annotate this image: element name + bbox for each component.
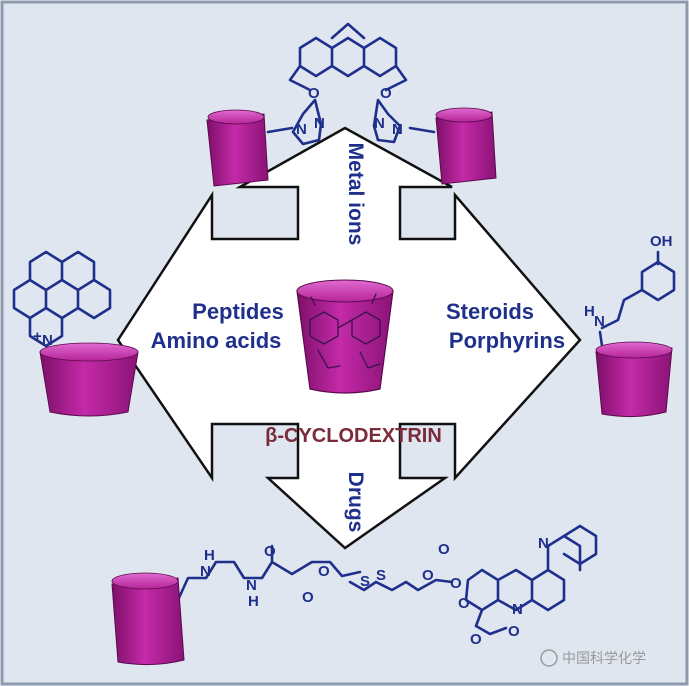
atom-o-amide: O [264, 543, 276, 560]
center-title: CYCLODEXTRIN [284, 425, 442, 447]
atom-n-quinoline: N [538, 535, 549, 552]
atom-o-ester2: O [318, 563, 330, 580]
label-porphyrins: Porphyrins [449, 328, 565, 353]
atom-o-ester1: O [302, 589, 314, 606]
atom-oh: OH [650, 233, 673, 250]
atom-h-amine: H [584, 303, 595, 320]
atom-o-lactone2: O [470, 631, 482, 648]
phenanthroline-structure: O O N N N N [266, 22, 436, 146]
atom-o-carb1: O [422, 567, 434, 584]
atom-s-1: S [360, 573, 370, 590]
wechat-icon [540, 649, 558, 667]
atom-o-right: O [380, 85, 392, 102]
atom-o-carb2: O [438, 541, 450, 558]
charge-plus: + [33, 328, 42, 345]
atom-o-left: O [308, 85, 320, 102]
atom-h-2: H [248, 593, 259, 610]
cyclodextrin-top-right [435, 107, 497, 185]
atom-h-1: H [204, 547, 215, 564]
drug-linker-structure: H N N H O O O S S O O O N N O O O [176, 524, 598, 648]
atom-n-triazole-r1: N [392, 121, 403, 138]
atom-o-lactam: O [508, 623, 520, 640]
cyclodextrin-top-left [206, 109, 269, 187]
atom-n-triazole-l2: N [314, 115, 325, 132]
atom-n-2: N [246, 577, 257, 594]
cyclodextrin-left [39, 342, 139, 417]
cyclodextrin-bottom [111, 572, 185, 666]
label-peptides: Peptides [192, 299, 284, 324]
atom-n-pyridinium: N [42, 332, 53, 349]
central-cyclodextrin [296, 279, 394, 394]
atom-s-2: S [376, 567, 386, 584]
watermark-text: 中国科学化学 [562, 651, 646, 667]
label-drugs: Drugs [344, 472, 367, 533]
atom-n-amine: N [594, 313, 605, 330]
atom-o-lactone1: O [458, 595, 470, 612]
tyramine-structure: OH H N [584, 233, 676, 350]
center-title-prefix: β- [265, 425, 284, 447]
atom-o-carb3: O [450, 575, 462, 592]
watermark: 中国科学化学 [540, 649, 646, 667]
label-amino-acids: Amino acids [151, 328, 282, 353]
label-steroids: Steroids [446, 299, 534, 324]
atom-n-lactam: N [512, 601, 523, 618]
atom-n-triazole-l1: N [296, 121, 307, 138]
cyclodextrin-right [595, 341, 673, 418]
atom-n-triazole-r2: N [374, 115, 385, 132]
atom-n-1: N [200, 563, 211, 580]
label-metal-ions: Metal ions [344, 143, 367, 246]
